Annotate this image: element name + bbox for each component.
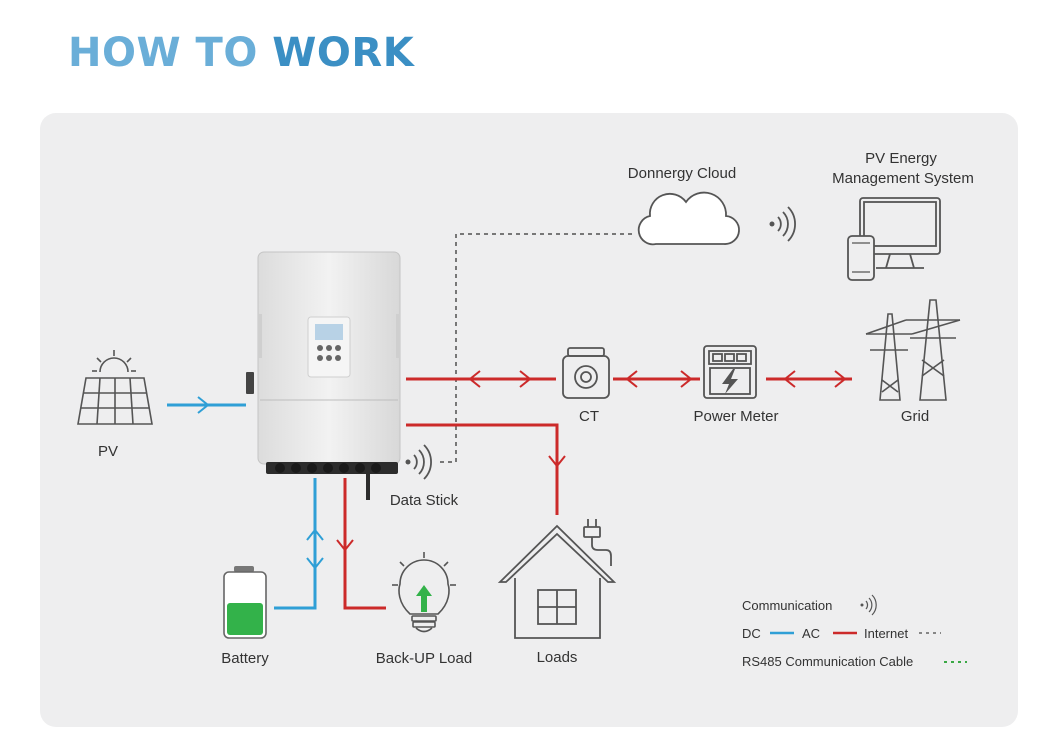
dc-line-pv [167,396,246,414]
dc-line-battery [274,478,324,610]
grid-label: Grid [900,408,930,425]
light-bulb-icon [392,552,456,633]
backup-load-label: Back-UP Load [375,650,473,667]
legend-ac-label: AC [802,626,821,641]
plug-icon [583,519,612,566]
cloud-icon [637,191,740,246]
ac-line-loads [406,423,566,515]
power-tower-icon [865,299,961,401]
power-meter-icon [703,345,757,399]
monitor-icon [859,197,941,269]
title-part-1: HOW TO [68,30,258,76]
ac-line-meter [613,370,700,388]
ac-line-backup [336,478,386,610]
pv-label: PV [97,443,118,460]
solar-panel-icon [77,350,153,425]
ac-line-ct [406,370,556,388]
title-part-2: WORK [272,30,415,76]
ac-line-grid [766,370,852,388]
house-icon [497,524,617,639]
legend-internet-label: Internet [864,626,909,641]
internet-line [440,233,636,463]
ct-icon [562,347,610,399]
diagram-panel [40,113,1018,727]
page-title: HOW TO WORK [68,30,414,76]
ems-label-line2: Management System [832,170,974,187]
up-arrow-icon [416,585,432,612]
battery-icon [223,566,267,639]
inverter-icon [246,251,401,500]
cloud-label: Donnergy Cloud [627,165,737,182]
power-meter-label: Power Meter [693,408,779,425]
battery-label: Battery [221,650,269,667]
ems-label-line1: PV Energy [865,150,937,167]
phone-icon [847,235,875,281]
legend-communication-icon [860,594,877,616]
ct-label: CT [579,408,599,425]
legend-dc-label: DC [742,626,761,641]
cloud-wireless-icon [769,206,796,242]
data-stick-label: Data Stick [389,492,459,509]
loads-label: Loads [536,649,578,666]
lightning-icon [722,369,738,394]
data-stick-wireless-icon [405,444,432,480]
legend-rs485-label: RS485 Communication Cable [742,654,914,669]
legend-communication-label: Communication [742,598,833,613]
